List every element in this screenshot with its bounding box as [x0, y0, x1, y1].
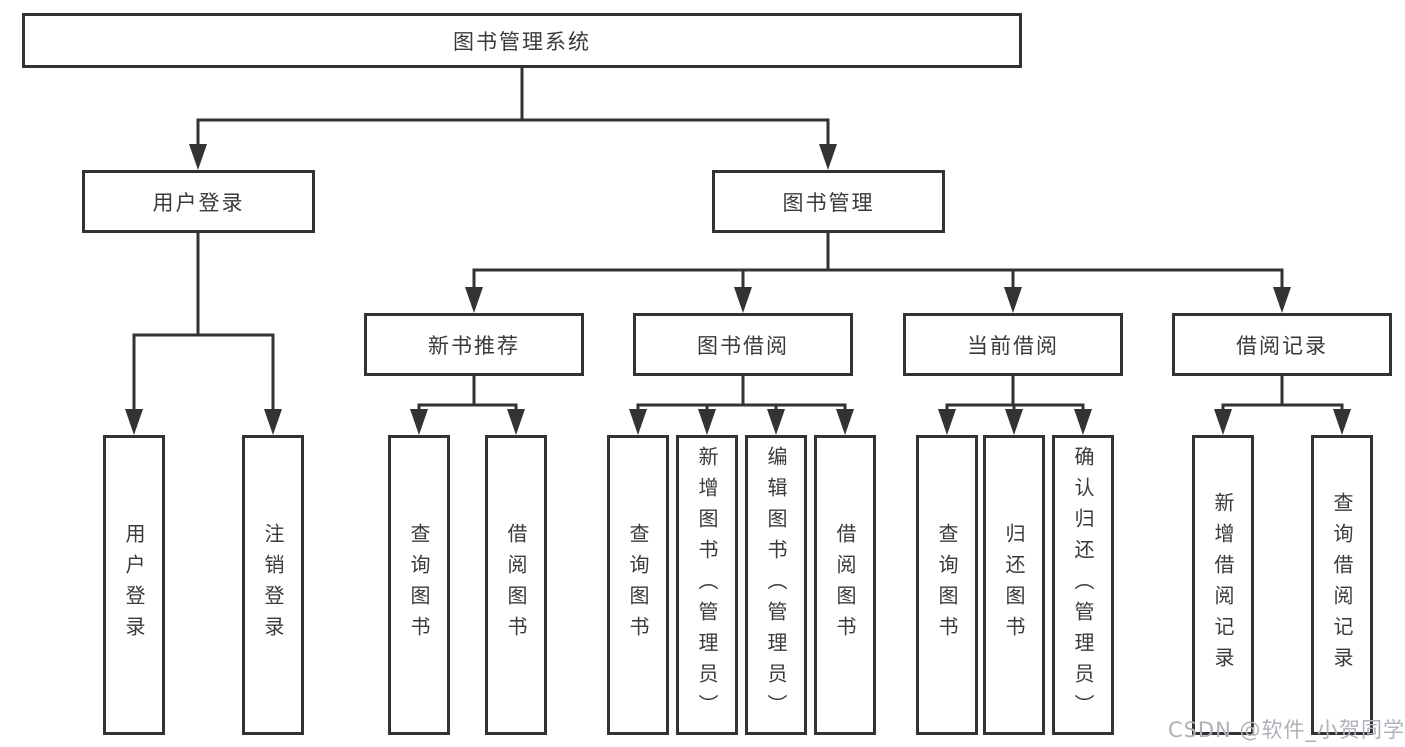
leaf-edit-book-admin: 编辑图书（管理员）	[745, 435, 807, 735]
node-current-borrowing-label: 当前借阅	[967, 333, 1059, 358]
node-user-login: 用户登录	[82, 170, 315, 233]
leaf-query-books-borrow-label: 查询图书	[626, 523, 650, 647]
node-borrowing-records-label: 借阅记录	[1236, 333, 1328, 358]
leaf-logout-label: 注销登录	[261, 523, 285, 647]
leaf-query-books-new-label: 查询图书	[407, 523, 431, 647]
node-user-login-label: 用户登录	[152, 190, 245, 215]
connector-records-to-leaves	[1214, 376, 1351, 435]
leaf-query-books-borrow: 查询图书	[607, 435, 669, 735]
leaf-confirm-return-admin: 确认归还（管理员）	[1052, 435, 1114, 735]
connector-bookmgmt-to-level3	[465, 233, 1291, 313]
connector-currentborrow-to-leaves	[938, 376, 1092, 435]
node-borrowing-records: 借阅记录	[1172, 313, 1392, 376]
node-book-borrowing: 图书借阅	[633, 313, 853, 376]
leaf-borrow-books-label: 借阅图书	[833, 523, 857, 647]
leaf-logout: 注销登录	[242, 435, 304, 735]
connector-userlogin-to-leaves	[125, 233, 282, 435]
node-root: 图书管理系统	[22, 13, 1022, 68]
leaf-query-books-current: 查询图书	[916, 435, 978, 735]
leaf-add-book-admin: 新增图书（管理员）	[676, 435, 738, 735]
csdn-watermark: CSDN @软件_小贺同学	[1167, 718, 1405, 742]
node-book-management: 图书管理	[712, 170, 945, 233]
leaf-query-books-current-label: 查询图书	[935, 523, 959, 647]
connector-bookborrow-to-leaves	[629, 376, 854, 435]
node-root-label: 图书管理系统	[453, 29, 591, 54]
leaf-query-borrow-record-label: 查询借阅记录	[1330, 492, 1354, 678]
leaf-edit-book-admin-label: 编辑图书（管理员）	[764, 445, 788, 725]
leaf-add-borrow-record: 新增借阅记录	[1192, 435, 1254, 735]
node-book-borrowing-label: 图书借阅	[697, 333, 789, 358]
leaf-add-book-admin-label: 新增图书（管理员）	[695, 445, 719, 725]
connector-newbooks-to-leaves	[410, 376, 525, 435]
node-new-book-recommend-label: 新书推荐	[428, 333, 520, 358]
node-book-management-label: 图书管理	[782, 190, 875, 215]
leaf-return-book: 归还图书	[983, 435, 1045, 735]
leaf-borrow-books: 借阅图书	[814, 435, 876, 735]
leaf-return-book-label: 归还图书	[1002, 523, 1026, 647]
connector-root-to-level2	[189, 68, 837, 170]
leaf-query-borrow-record: 查询借阅记录	[1311, 435, 1373, 735]
leaf-query-books-new: 查询图书	[388, 435, 450, 735]
node-current-borrowing: 当前借阅	[903, 313, 1123, 376]
leaf-add-borrow-record-label: 新增借阅记录	[1211, 492, 1235, 678]
node-new-book-recommend: 新书推荐	[364, 313, 584, 376]
leaf-borrow-books-new-label: 借阅图书	[504, 523, 528, 647]
leaf-borrow-books-new: 借阅图书	[485, 435, 547, 735]
leaf-confirm-return-admin-label: 确认归还（管理员）	[1071, 445, 1095, 725]
leaf-user-login-label: 用户登录	[122, 523, 146, 647]
leaf-user-login: 用户登录	[103, 435, 165, 735]
